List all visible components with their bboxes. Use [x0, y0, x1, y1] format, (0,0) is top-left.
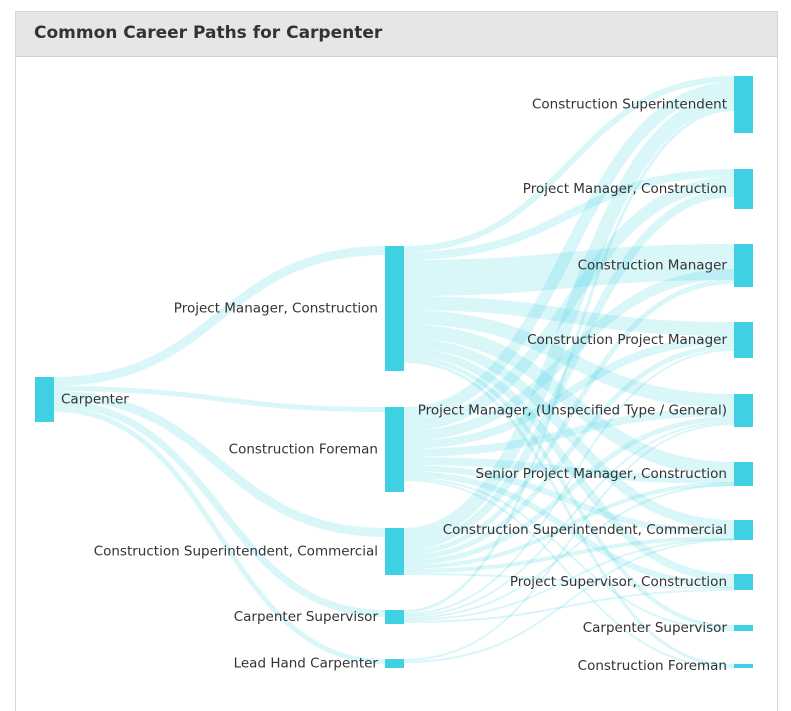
- link-m1-r2: [403, 269, 735, 441]
- link-m1-r7: [403, 471, 735, 588]
- link-m2-r0: [403, 94, 735, 542]
- node-label-r2: Construction Manager: [578, 258, 728, 274]
- link-m2-r5: [403, 482, 735, 569]
- link-c0-m4: [53, 407, 386, 664]
- node-r4[interactable]: [734, 394, 753, 427]
- link-c0-m2: [53, 391, 386, 537]
- node-m3[interactable]: [385, 610, 404, 624]
- link-m2-r3: [403, 344, 735, 560]
- node-r5[interactable]: [734, 462, 753, 486]
- career-paths-panel: Common Career Paths for Carpenter: [15, 11, 778, 711]
- link-m0-r6: [403, 338, 735, 530]
- node-r2[interactable]: [734, 244, 753, 287]
- node-label-m3: Carpenter Supervisor: [234, 609, 379, 625]
- node-m1[interactable]: [385, 407, 404, 492]
- link-m3-r3: [403, 349, 735, 615]
- link-c0-m1: [53, 386, 386, 412]
- link-m4-r6: [403, 539, 735, 663]
- node-label-m1: Construction Foreman: [229, 442, 378, 458]
- node-label-r3: Construction Project Manager: [527, 332, 727, 348]
- link-m0-r7: [403, 348, 735, 582]
- link-m0-r2: [403, 244, 735, 296]
- link-m0-r8: [403, 356, 735, 629]
- node-label-m0: Project Manager, Construction: [174, 301, 378, 317]
- link-m1-r0: [403, 82, 735, 419]
- link-c0-m3: [53, 400, 386, 617]
- link-m2-r6: [403, 536, 735, 573]
- node-label-r0: Construction Superintendent: [532, 97, 727, 113]
- link-m0-r1: [403, 169, 735, 260]
- link-m0-r5: [403, 324, 735, 476]
- link-m2-r7: [403, 573, 735, 589]
- node-m2[interactable]: [385, 528, 404, 575]
- link-m1-r3: [403, 336, 735, 449]
- link-m3-r5: [403, 484, 735, 619]
- node-label-r7: Project Supervisor, Construction: [510, 574, 727, 590]
- node-c0[interactable]: [35, 377, 54, 422]
- link-m2-r4: [403, 416, 735, 565]
- link-m0-r4: [403, 310, 735, 408]
- link-m1-r6: [403, 465, 735, 536]
- link-m2-r2: [403, 279, 735, 555]
- link-m0-r9: [403, 360, 735, 667]
- link-m2-r1: [403, 189, 735, 550]
- node-label-r1: Project Manager, Construction: [523, 181, 727, 197]
- sankey-nodes: [35, 76, 753, 668]
- node-m0[interactable]: [385, 246, 404, 371]
- sankey-links: [53, 76, 735, 669]
- node-r0[interactable]: [734, 76, 753, 133]
- node-label-r9: Construction Foreman: [578, 658, 727, 674]
- node-r1[interactable]: [734, 169, 753, 209]
- node-r9[interactable]: [734, 664, 753, 668]
- panel-header: Common Career Paths for Carpenter: [16, 12, 777, 57]
- node-label-c0: Carpenter: [61, 392, 129, 408]
- link-m3-r0: [403, 108, 735, 613]
- node-label-m4: Lead Hand Carpenter: [234, 656, 379, 672]
- node-label-r4: Project Manager, (Unspecified Type / Gen…: [418, 403, 727, 419]
- link-m3-r7: [403, 589, 735, 623]
- node-label-r5: Senior Project Manager, Construction: [476, 466, 727, 482]
- link-m1-r1: [403, 177, 735, 431]
- node-label-r6: Construction Superintendent, Commercial: [443, 522, 727, 538]
- link-m0-r0: [403, 76, 735, 252]
- node-label-m2: Construction Superintendent, Commercial: [94, 544, 378, 560]
- node-m4[interactable]: [385, 659, 404, 668]
- node-r6[interactable]: [734, 520, 753, 540]
- link-m1-r4: [403, 408, 735, 457]
- link-c0-m0: [53, 246, 386, 386]
- node-r3[interactable]: [734, 322, 753, 358]
- panel-title: Common Career Paths for Carpenter: [34, 23, 383, 43]
- link-m0-r3: [403, 296, 735, 336]
- link-m1-r9: [403, 479, 735, 669]
- link-m3-r6: [403, 538, 735, 621]
- node-r8[interactable]: [734, 625, 753, 631]
- link-m3-r4: [403, 421, 735, 617]
- link-m1-r8: [403, 477, 735, 631]
- link-m4-r4: [403, 423, 735, 661]
- node-label-r8: Carpenter Supervisor: [583, 620, 728, 636]
- node-r7[interactable]: [734, 574, 753, 590]
- link-m1-r5: [403, 457, 735, 484]
